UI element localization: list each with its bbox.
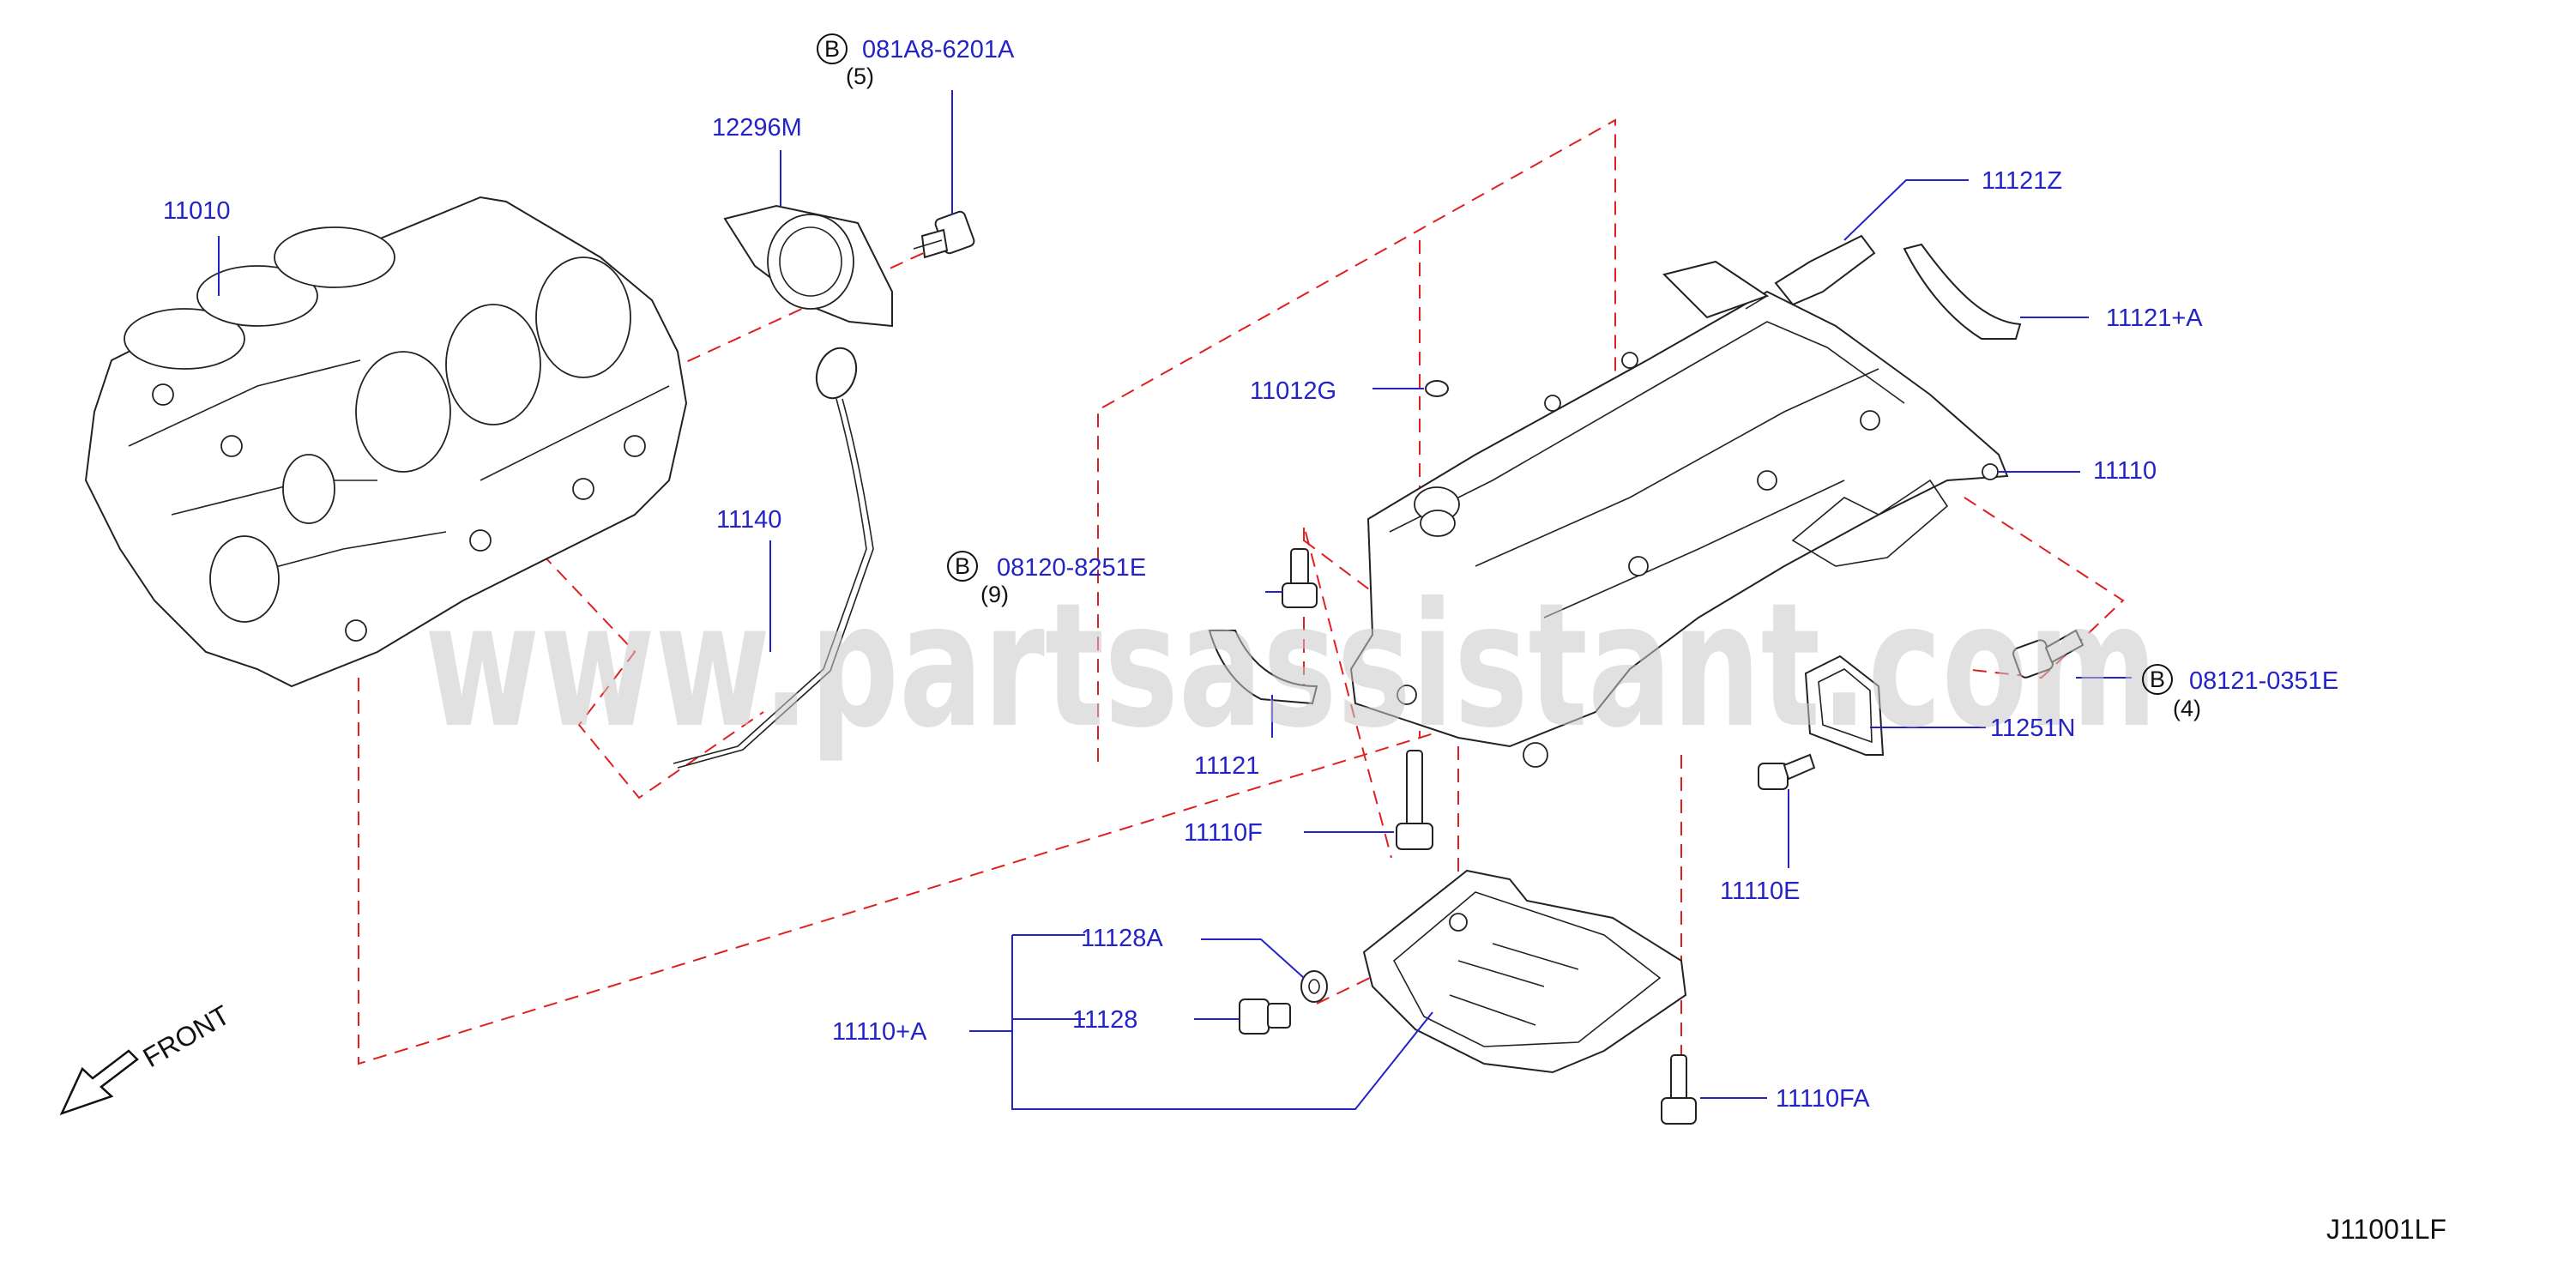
baffle-left-drawing	[1208, 630, 1318, 705]
cover-drawing	[1804, 655, 1885, 756]
front-label: FRONT	[138, 999, 235, 1073]
lower-oil-pan-drawing	[1362, 869, 1687, 1074]
washer-drawing	[1300, 970, 1328, 1003]
callout-11140[interactable]: 11140	[716, 506, 781, 534]
callout-08121-0351e[interactable]: B 08121-0351E (4)	[2142, 664, 2338, 721]
rear-oil-seal-drawing	[723, 204, 893, 328]
baffle-right-drawing	[1903, 243, 2022, 340]
front-direction-indicator: FRONT	[59, 999, 235, 1116]
bolt-081a8-drawing	[913, 210, 975, 259]
callout-08120-part-no: 08120-8251E	[997, 554, 1146, 582]
bolt-11110f-drawing	[1396, 750, 1433, 850]
callout-11110f[interactable]: 11110F	[1184, 819, 1263, 847]
bolt-08121-drawing	[2012, 629, 2084, 679]
callout-081a8-b-badge: B	[824, 36, 840, 62]
dipstick-drawing	[673, 347, 874, 769]
bolt-11110fa-drawing	[1661, 1054, 1697, 1125]
callout-081a8-qty: (5)	[846, 63, 874, 89]
front-arrow-icon	[59, 1049, 139, 1116]
callout-08120-8251e[interactable]: B 08120-8251E (9)	[947, 551, 1146, 607]
callout-08121-b-badge: B	[2150, 667, 2165, 692]
callout-11110e[interactable]: 11110E	[1720, 878, 1801, 905]
callout-11010[interactable]: 11010	[163, 197, 231, 225]
leader-lines	[218, 90, 2132, 1110]
watermark-text: www.partsassistant.com	[425, 566, 2157, 766]
callout-08121-part-no: 08121-0351E	[2189, 667, 2338, 695]
cylinder-block-drawing	[84, 196, 688, 688]
callout-11128a[interactable]: 11128A	[1081, 925, 1163, 952]
callout-11110-a[interactable]: 11110+A	[832, 1018, 927, 1046]
bolt-08120-drawing	[1282, 548, 1318, 608]
diagram-reference-code: J11001LF	[2326, 1214, 2446, 1245]
callout-11121[interactable]: 11121	[1194, 752, 1259, 780]
callout-08120-qty: (9)	[980, 582, 1009, 607]
callout-081a8-part-no: 081A8-6201A	[862, 36, 1015, 63]
callout-11251n[interactable]: 11251N	[1990, 715, 2075, 742]
upper-oil-pan-drawing	[1349, 260, 2009, 768]
callout-081a8-6201a[interactable]: B 081A8-6201A (5)	[817, 33, 1015, 89]
strainer-tube-drawing	[1745, 234, 1876, 310]
callout-11128[interactable]: 11128	[1072, 1006, 1137, 1034]
callout-11110[interactable]: 11110	[2093, 457, 2157, 485]
drain-plug-drawing	[1239, 998, 1291, 1035]
callout-08120-b-badge: B	[955, 553, 970, 579]
callout-12296m[interactable]: 12296M	[712, 114, 802, 142]
callout-11121-a[interactable]: 11121+A	[2106, 305, 2203, 332]
bolt-11110e-drawing	[1758, 753, 1816, 790]
callout-11012g[interactable]: 11012G	[1250, 377, 1336, 405]
plug-drawing	[1425, 380, 1449, 397]
callout-08121-qty: (4)	[2173, 696, 2201, 721]
callout-11110fa[interactable]: 11110FA	[1776, 1085, 1870, 1113]
callout-11121z[interactable]: 11121Z	[1982, 167, 2062, 195]
